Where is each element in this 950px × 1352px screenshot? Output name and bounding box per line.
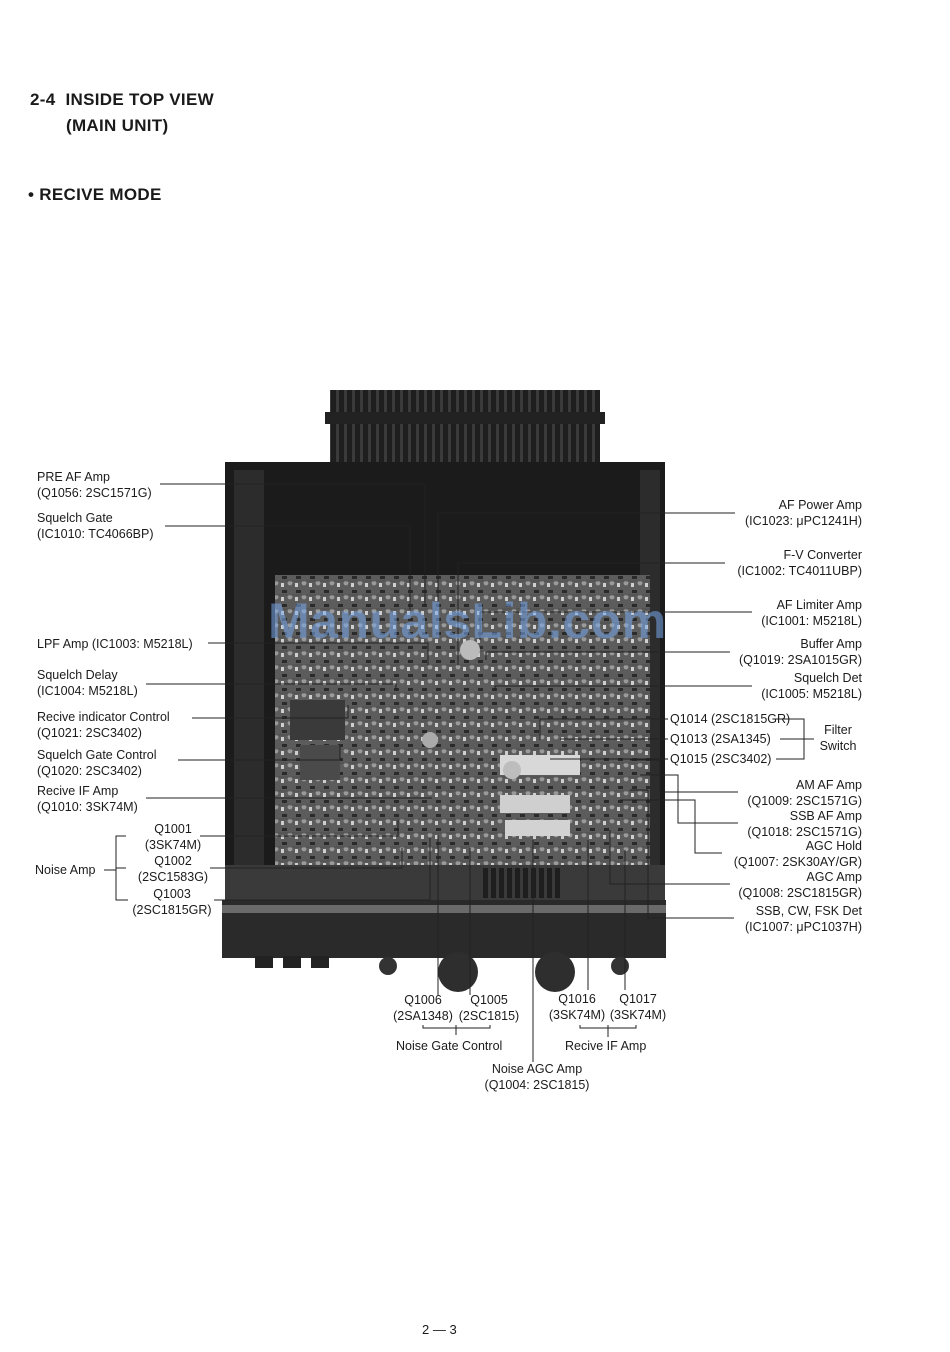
- label-line: Recive IF Amp: [37, 784, 119, 798]
- label-buffer-amp: Buffer Amp (Q1019: 2SA1015GR): [739, 636, 862, 668]
- label-line: AGC Amp: [806, 870, 862, 884]
- label-line: (Q1009: 2SC1571G): [747, 794, 862, 808]
- label-q1017: Q1017 (3SK74M): [605, 991, 671, 1023]
- label-line: (2SC1583G): [137, 870, 209, 884]
- label-line: (IC1001: M5218L): [761, 614, 862, 628]
- label-line: Q1002: [154, 854, 192, 868]
- label-squelch-gate: Squelch Gate (IC1010: TC4066BP): [37, 510, 154, 542]
- label-recive-indicator-control: Recive indicator Control (Q1021: 2SC3402…: [37, 709, 170, 741]
- mode-heading: • RECIVE MODE: [28, 185, 162, 205]
- label-noise-agc-amp: Noise AGC Amp (Q1004: 2SC1815): [474, 1061, 600, 1093]
- label-line: Squelch Gate: [37, 511, 113, 525]
- label-line: (Q1019: 2SA1015GR): [739, 653, 862, 667]
- label-line: (IC1005: M5218L): [761, 687, 862, 701]
- label-squelch-det: Squelch Det (IC1005: M5218L): [761, 670, 862, 702]
- label-line: AF Limiter Amp: [776, 598, 862, 612]
- label-line: Squelch Det: [793, 671, 862, 685]
- label-noise-gate-control: Noise Gate Control: [396, 1039, 503, 1053]
- label-line: (3SK74M): [548, 1008, 606, 1022]
- label-line: (IC1010: TC4066BP): [37, 527, 154, 541]
- label-lpf-amp: LPF Amp (IC1003: M5218L): [37, 636, 193, 652]
- section-title: INSIDE TOP VIEW: [65, 90, 214, 109]
- label-am-af-amp: AM AF Amp (Q1009: 2SC1571G): [747, 777, 862, 809]
- label-line: (2SC1815GR): [132, 903, 212, 917]
- section-heading: 2-4 INSIDE TOP VIEW: [30, 90, 214, 110]
- label-line: (3SK74M): [609, 1008, 667, 1022]
- label-line: (Q1056: 2SC1571G): [37, 486, 152, 500]
- label-q1016: Q1016 (3SK74M): [544, 991, 610, 1023]
- section-subtitle: (MAIN UNIT): [66, 116, 169, 135]
- label-af-power-amp: AF Power Amp (IC1023: μPC1241H): [745, 497, 862, 529]
- label-ssb-af-amp: SSB AF Amp (Q1018: 2SC1571G): [747, 808, 862, 840]
- label-line: Q1001: [154, 822, 192, 836]
- label-line: AM AF Amp: [796, 778, 862, 792]
- label-recive-if-amp: Recive IF Amp (Q1010: 3SK74M): [37, 783, 138, 815]
- label-line: Buffer Amp: [800, 637, 862, 651]
- label-line: (3SK74M): [144, 838, 202, 852]
- label-line: Recive indicator Control: [37, 710, 170, 724]
- label-line: Squelch Gate Control: [37, 748, 157, 762]
- label-line: PRE AF Amp: [37, 470, 110, 484]
- label-recive-if-amp-bottom: Recive IF Amp: [565, 1039, 647, 1053]
- leader-lines: [104, 483, 814, 1062]
- label-line: SSB AF Amp: [789, 809, 862, 823]
- label-line: (Q1018: 2SC1571G): [747, 825, 862, 839]
- heatsink: [330, 390, 600, 466]
- label-pre-af-amp: PRE AF Amp (Q1056: 2SC1571G): [37, 469, 152, 501]
- label-line: (Q1004: 2SC1815): [484, 1078, 590, 1092]
- label-line: Squelch Delay: [37, 668, 118, 682]
- watermark: ManualsLib.com: [268, 593, 667, 649]
- label-agc-hold: AGC Hold (Q1007: 2SK30AY/GR): [734, 838, 862, 870]
- label-af-limiter-amp: AF Limiter Amp (IC1001: M5218L): [761, 597, 862, 629]
- bottom-shelf: [225, 865, 665, 905]
- label-q1002: Q1002 (2SC1583G): [130, 853, 216, 885]
- label-q1013: Q1013 (2SA1345): [670, 732, 771, 746]
- label-line: (Q1021: 2SC3402): [37, 726, 142, 740]
- label-line: Switch: [819, 739, 857, 753]
- label-line: Q1006: [404, 993, 442, 1007]
- label-filter-switch: Filter Switch: [814, 722, 862, 754]
- label-line: (2SC1815): [458, 1009, 520, 1023]
- label-q1005: Q1005 (2SC1815): [454, 992, 524, 1024]
- label-line: Q1003: [153, 887, 191, 901]
- label-line: AF Power Amp: [778, 498, 862, 512]
- label-q1003: Q1003 (2SC1815GR): [128, 886, 216, 918]
- label-squelch-gate-control: Squelch Gate Control (Q1020: 2SC3402): [37, 747, 157, 779]
- label-line: (Q1020: 2SC3402): [37, 764, 142, 778]
- label-line: (IC1007: μPC1037H): [745, 920, 862, 934]
- label-noise-amp: Noise Amp: [35, 863, 96, 877]
- label-line: (IC1002: TC4011UBP): [737, 564, 862, 578]
- label-line: Q1016: [558, 992, 596, 1006]
- label-line: LPF Amp (IC1003: M5218L): [37, 637, 193, 651]
- label-line: SSB, CW, FSK Det: [755, 904, 862, 918]
- label-line: Q1017: [619, 992, 657, 1006]
- label-ssb-cw-fsk-det: SSB, CW, FSK Det (IC1007: μPC1037H): [745, 903, 862, 935]
- label-line: (IC1023: μPC1241H): [745, 514, 862, 528]
- label-q1001: Q1001 (3SK74M): [140, 821, 206, 853]
- label-line: AGC Hold: [805, 839, 862, 853]
- mode-label: RECIVE MODE: [39, 185, 162, 204]
- label-q1014: Q1014 (2SC1815GR): [670, 712, 791, 726]
- label-line: (Q1008: 2SC1815GR): [738, 886, 862, 900]
- label-line: Q1005: [470, 993, 508, 1007]
- page-number: 2 — 3: [422, 1322, 457, 1337]
- label-line: Noise AGC Amp: [491, 1062, 583, 1076]
- mode-bullet: •: [28, 185, 35, 204]
- label-fv-converter: F-V Converter (IC1002: TC4011UBP): [737, 547, 862, 579]
- label-line: (Q1010: 3SK74M): [37, 800, 138, 814]
- label-q1006: Q1006 (2SA1348): [388, 992, 458, 1024]
- label-line: (IC1004: M5218L): [37, 684, 138, 698]
- label-squelch-delay: Squelch Delay (IC1004: M5218L): [37, 667, 138, 699]
- label-line: Filter: [824, 723, 852, 737]
- label-line: F-V Converter: [783, 548, 863, 562]
- label-agc-amp: AGC Amp (Q1008: 2SC1815GR): [738, 869, 862, 901]
- label-line: (2SA1348): [393, 1009, 453, 1023]
- label-q1015: Q1015 (2SC3402): [670, 752, 772, 766]
- section-number: 2-4: [30, 90, 56, 109]
- label-line: (Q1007: 2SK30AY/GR): [733, 855, 862, 869]
